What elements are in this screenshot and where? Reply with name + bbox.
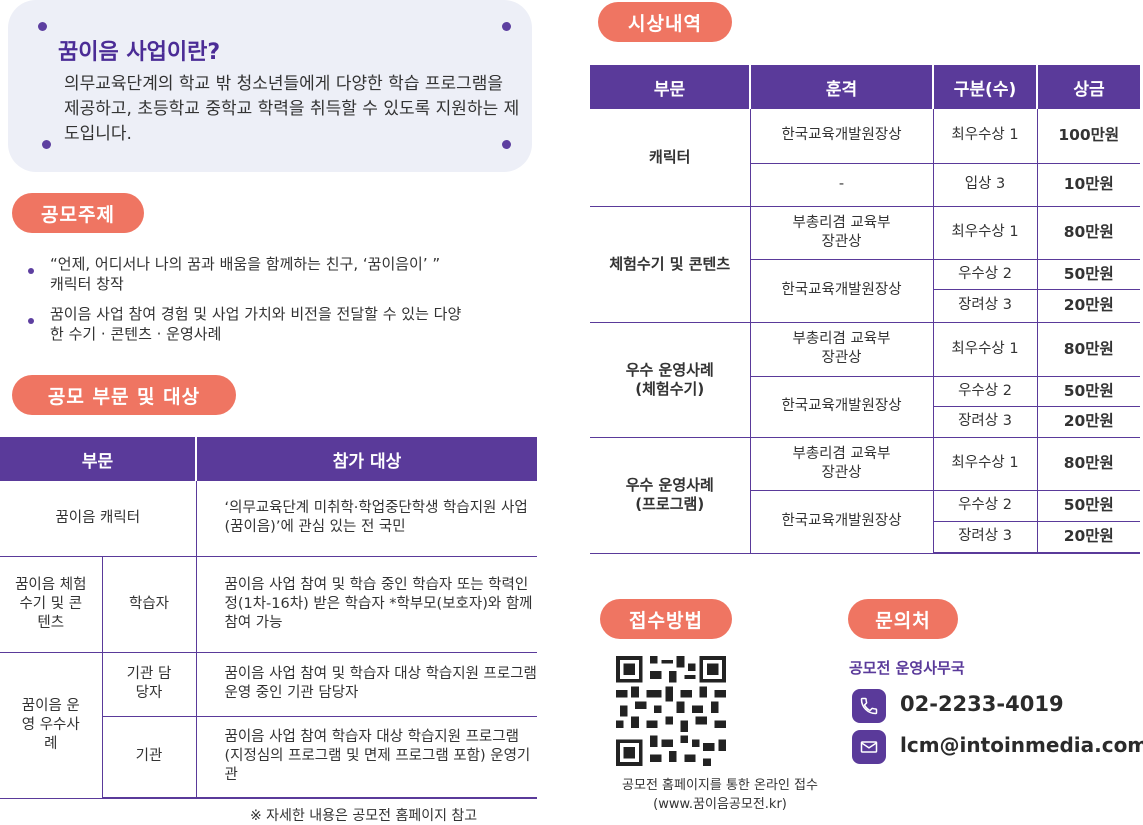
dot-decoration: [38, 22, 47, 31]
award-prize: 20만원: [1036, 289, 1140, 323]
intro-title: 꿈이음 사업이란?: [58, 40, 221, 65]
award-category: 체험수기 및 콘텐츠: [590, 206, 750, 323]
table-header: 부문: [590, 65, 751, 109]
award-grade: 부총리겸 교육부장관상: [749, 437, 933, 491]
awards-table: 부문 훈격 구분(수) 상금 캐릭터 한국교육개발원장상 최우수상 1 100만…: [590, 65, 1140, 554]
table-header: 상금: [1037, 65, 1140, 109]
award-prize: 20만원: [1036, 521, 1140, 554]
award-category: 우수 운영사례 (체험수기): [590, 322, 750, 438]
footnote: ※ 자세한 내용은 공모전 홈페이지 참고: [250, 808, 478, 824]
award-prize: 20만원: [1036, 406, 1140, 438]
qr-caption-url[interactable]: (www.꿈이음공모전.kr): [653, 797, 787, 812]
award-type: 최우수상 1: [932, 322, 1037, 377]
award-type: 최우수상 1: [932, 437, 1037, 491]
category-sub: 기관 담당자: [101, 652, 196, 717]
category-name: 꿈이음 캐릭터: [0, 481, 196, 557]
intro-body: 의무교육단계의 학교 밖 청소년들에게 다양한 학습 프로그램을 제공하고, 초…: [64, 74, 520, 144]
category-sub: 기관: [101, 716, 196, 799]
award-prize: 80만원: [1036, 206, 1140, 260]
phone-icon: [852, 689, 886, 723]
categories-heading: 공모 부문 및 대상: [12, 375, 236, 415]
mail-icon: [852, 730, 886, 764]
qr-caption-line: 공모전 홈페이지를 통한 온라인 접수: [622, 778, 818, 793]
qr-caption: 공모전 홈페이지를 통한 온라인 접수 (www.꿈이음공모전.kr): [590, 776, 850, 814]
award-type: 최우수상 1: [932, 206, 1037, 260]
award-grade: 부총리겸 교육부장관상: [749, 322, 933, 377]
submission-heading: 접수방법: [600, 599, 732, 639]
category-name: 꿈이음 체험수기 및 콘텐츠: [0, 556, 102, 653]
award-type: 장려상 3: [932, 406, 1037, 438]
award-type: 우수상 2: [932, 376, 1037, 407]
award-grade: 부총리겸 교육부장관상: [749, 206, 933, 260]
category-sub: 학습자: [101, 556, 196, 653]
award-grade: 한국교육개발원장상: [749, 259, 933, 323]
award-grade: 한국교육개발원장상: [749, 490, 933, 554]
award-prize: 50만원: [1036, 259, 1140, 290]
award-type: 입상 3: [932, 163, 1037, 207]
category-target: 꿈이음 사업 참여 및 학습 중인 학습자 또는 학력인정(1차-16차) 받은…: [195, 556, 537, 653]
qr-code-icon[interactable]: [616, 656, 726, 766]
dot-decoration: [42, 140, 51, 149]
category-target: 꿈이음 사업 참여 학습자 대상 학습지원 프로그램 (지정심의 프로그램 및 …: [195, 716, 537, 799]
award-grade: 한국교육개발원장상: [749, 109, 933, 164]
award-prize: 50만원: [1036, 490, 1140, 522]
table-header: 훈격: [750, 65, 934, 109]
award-category: 우수 운영사례 (프로그램): [590, 437, 750, 554]
theme-heading: 공모주제: [12, 193, 144, 233]
theme-item: “언제, 어디서나 나의 꿈과 배움을 함께하는 친구, ‘꿈이음이’ ” 캐릭…: [28, 254, 448, 294]
award-type: 우수상 2: [932, 259, 1037, 290]
dot-decoration: [502, 140, 511, 149]
table-header: 부문: [0, 437, 197, 481]
award-prize: 10만원: [1036, 163, 1140, 207]
category-name: 꿈이음 운영 우수사례: [0, 652, 102, 799]
contact-heading: 문의처: [848, 599, 958, 639]
categories-table: 부문 참가 대상 꿈이음 캐릭터 ‘의무교육단계 미취학·학업중단학생 학습지원…: [0, 437, 537, 799]
dot-decoration: [502, 22, 511, 31]
award-prize: 100만원: [1036, 109, 1140, 164]
contact-phone[interactable]: 02-2233-4019: [900, 692, 1064, 716]
award-grade: 한국교육개발원장상: [749, 376, 933, 438]
table-header: 참가 대상: [196, 437, 537, 481]
category-target: ‘의무교육단계 미취학·학업중단학생 학습지원 사업(꿈이음)’에 관심 있는 …: [195, 481, 537, 557]
contact-org: 공모전 운영사무국: [849, 659, 965, 677]
award-grade: -: [749, 163, 933, 207]
table-header: 구분(수): [933, 65, 1038, 109]
award-prize: 80만원: [1036, 437, 1140, 491]
award-type: 우수상 2: [932, 490, 1037, 522]
award-type: 최우수상 1: [932, 109, 1037, 164]
award-type: 장려상 3: [932, 521, 1037, 554]
awards-heading: 시상내역: [598, 2, 732, 42]
contact-email[interactable]: lcm@intoinmedia.com: [900, 733, 1143, 757]
intro-box: 꿈이음 사업이란? 의무교육단계의 학교 밖 청소년들에게 다양한 학습 프로그…: [8, 0, 532, 172]
award-type: 장려상 3: [932, 289, 1037, 323]
category-target: 꿈이음 사업 참여 및 학습자 대상 학습지원 프로그램 운영 중인 기관 담당…: [195, 652, 537, 717]
award-category: 캐릭터: [590, 109, 750, 207]
theme-item: 꿈이음 사업 참여 경험 및 사업 가치와 비전을 전달할 수 있는 다양한 수…: [28, 304, 468, 344]
award-prize: 50만원: [1036, 376, 1140, 407]
award-prize: 80만원: [1036, 322, 1140, 377]
